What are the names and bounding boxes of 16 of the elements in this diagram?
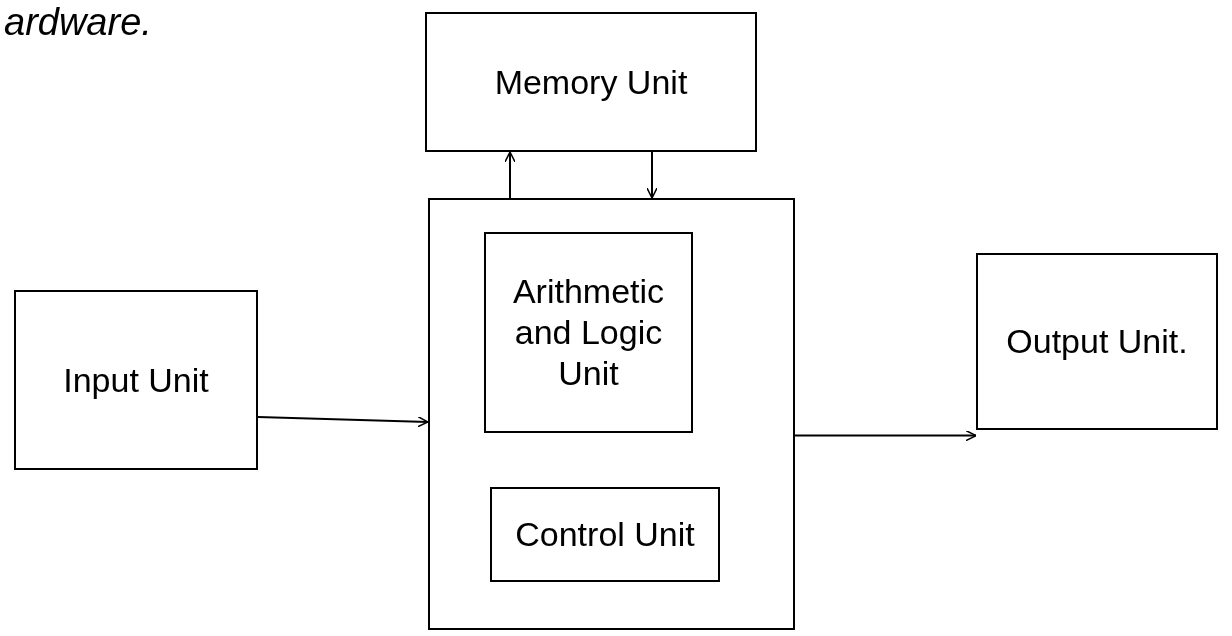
unit-box — [14, 290, 258, 470]
arrow — [646, 151, 658, 199]
unit-label: Control Unit — [514, 514, 696, 555]
text-fragment: ardware. — [4, 0, 152, 45]
unit-box — [484, 232, 693, 433]
unit-label: Memory Unit — [493, 61, 689, 103]
arrow — [257, 415, 429, 428]
unit-box — [976, 253, 1218, 430]
unit-box — [425, 12, 757, 152]
unit-box — [490, 487, 720, 582]
unit-label: Input Unit — [62, 359, 210, 401]
container-box — [428, 198, 795, 630]
arrow — [794, 429, 977, 442]
unit-label: Arithmetic and Logic Unit — [511, 271, 666, 394]
arrow — [504, 151, 516, 199]
unit-label: Output Unit. — [1005, 321, 1189, 362]
